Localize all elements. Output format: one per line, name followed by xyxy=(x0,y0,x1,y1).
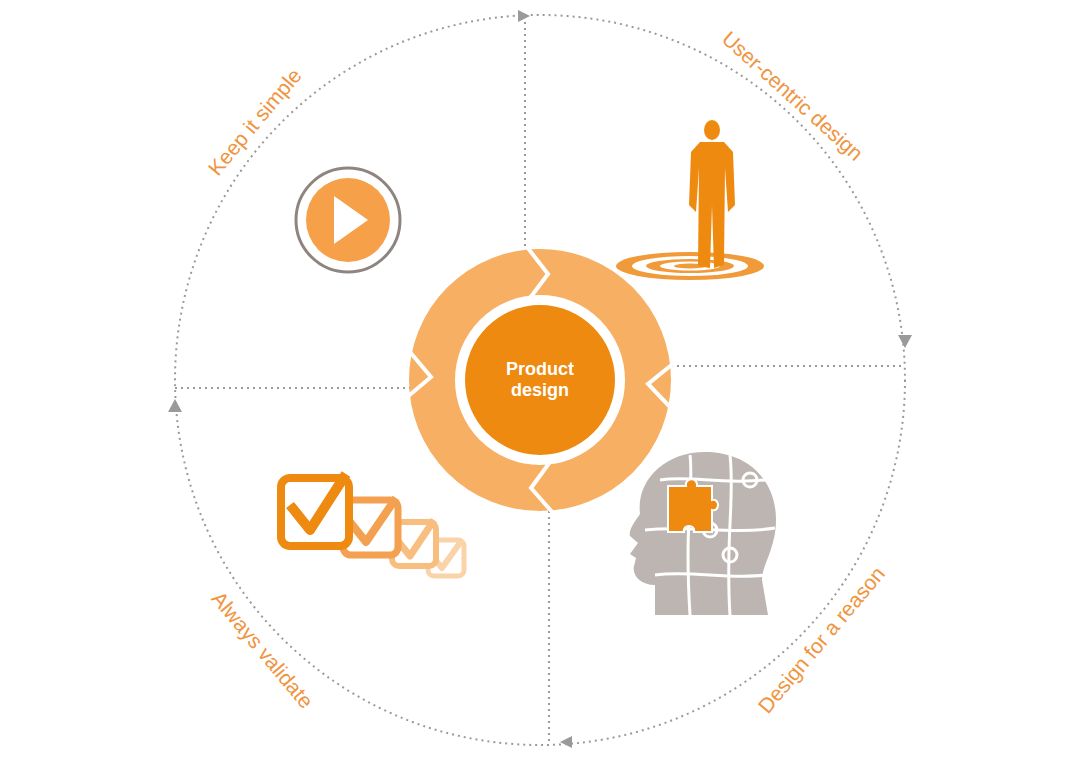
principle-label: User-centric design xyxy=(717,27,867,166)
principle-label: Keep it simple xyxy=(203,64,306,180)
divider-line xyxy=(175,387,410,389)
arrow-head xyxy=(898,335,912,348)
puzzle-head-icon xyxy=(630,452,776,615)
cycle-ring xyxy=(406,247,674,513)
outer-dotted-circle xyxy=(175,15,905,745)
node-title: Product design xyxy=(485,359,595,401)
checklist-icon xyxy=(281,474,464,576)
arrow-head xyxy=(518,10,530,22)
divider-line xyxy=(524,16,526,255)
principle-label: Always validate xyxy=(206,587,317,713)
divider-line xyxy=(548,505,550,745)
arrow-head xyxy=(560,736,572,748)
play-icon xyxy=(296,168,400,272)
divider-line xyxy=(665,365,905,367)
principle-label: Design for a reason xyxy=(754,562,890,718)
person-target-icon xyxy=(616,120,764,280)
arrow-head xyxy=(168,399,182,412)
center-circle: Product design xyxy=(465,305,615,455)
